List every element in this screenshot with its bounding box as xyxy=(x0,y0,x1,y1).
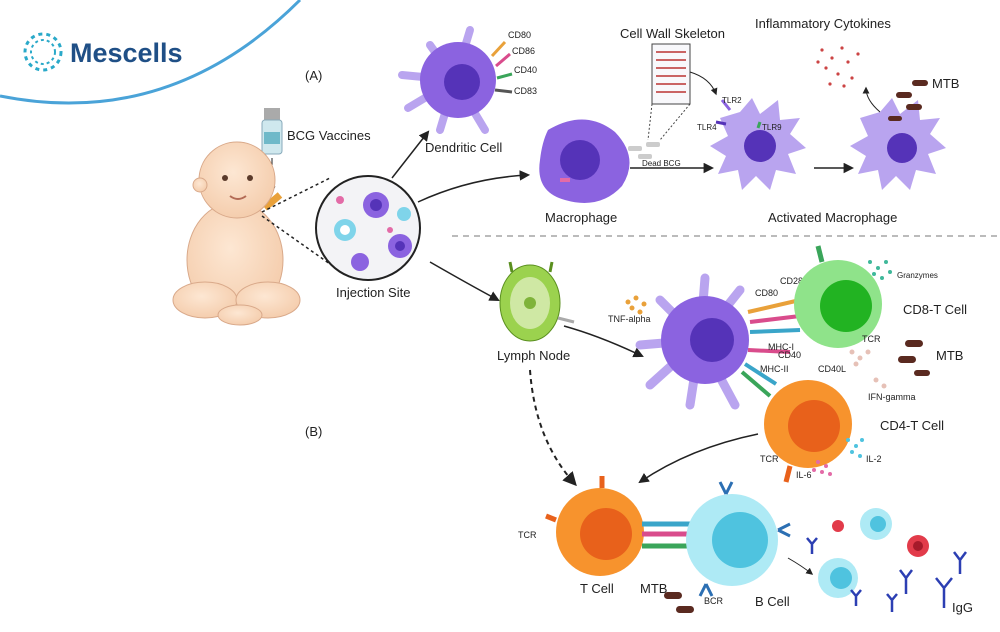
baby-illustration xyxy=(172,141,301,326)
arrow-to-lymph-node xyxy=(429,261,500,301)
cd40l-label: CD40L xyxy=(818,364,846,374)
mtb-bacteria-b xyxy=(898,340,930,376)
section-b-label: (B) xyxy=(305,424,322,439)
cd40-label-b: CD40 xyxy=(778,350,801,360)
il6-label: IL-6 xyxy=(796,470,812,480)
injection-site-circle xyxy=(315,175,421,281)
cd4-t-cell xyxy=(764,380,852,483)
dendritic-cell-a xyxy=(398,26,513,134)
cd86-label-a: CD86 xyxy=(512,46,535,56)
arrow-lymph-to-dc xyxy=(563,325,644,358)
header-arc xyxy=(0,0,302,105)
arrow-to-macrophage xyxy=(417,170,531,203)
cytokine-dots xyxy=(816,46,860,88)
tlr4-label: TLR4 xyxy=(697,123,717,132)
arrow-to-tlr2 xyxy=(689,71,718,96)
arrow-to-dendritic xyxy=(391,130,430,179)
dead-bcg-rods xyxy=(628,142,660,159)
cd28-label: CD28 xyxy=(780,276,803,286)
mhc1-label: MHC-I xyxy=(768,342,794,352)
brand-name: Mescells xyxy=(70,38,183,68)
cd8-t-cell xyxy=(794,245,882,348)
t-cell-label: T Cell xyxy=(580,581,614,596)
cd8-t-cell-label: CD8-T Cell xyxy=(903,302,967,317)
macrophage-label: Macrophage xyxy=(545,210,617,225)
vaccine-vial-icon xyxy=(261,108,283,155)
cd83-label-a: CD83 xyxy=(514,86,537,96)
dendritic-cell-label: Dendritic Cell xyxy=(425,140,502,155)
tlr9-label: TLR9 xyxy=(762,123,782,132)
mtb-bacteria-c xyxy=(664,592,694,613)
il6-dots xyxy=(812,460,832,476)
il2-label: IL-2 xyxy=(866,454,882,464)
bcr-label: BCR xyxy=(704,596,724,606)
cell-wall-skeleton-label: Cell Wall Skeleton xyxy=(620,26,725,41)
bcg-vaccines-label: BCG Vaccines xyxy=(287,128,371,143)
antibody-icon xyxy=(806,537,967,612)
b-cell-label: B Cell xyxy=(755,594,790,609)
tnf-alpha-label: TNF-alpha xyxy=(608,314,651,324)
plasma-cells xyxy=(818,508,929,598)
il2-dots xyxy=(846,438,864,458)
tlr2-label: TLR2 xyxy=(722,96,742,105)
cd4-t-cell-label: CD4-T Cell xyxy=(880,418,944,433)
ifn-gamma-dots xyxy=(849,349,887,389)
cell-wall-skeleton-graphic xyxy=(647,43,691,141)
macrophage-cell xyxy=(539,119,630,203)
mtb-label-c: MTB xyxy=(640,581,667,596)
cd80-label-b: CD80 xyxy=(755,288,778,298)
arrow-bcell-to-plasma xyxy=(787,557,814,575)
injection-site-label: Injection Site xyxy=(336,285,410,300)
activated-macrophage-1 xyxy=(710,98,806,190)
dead-bcg-label: Dead BCG xyxy=(642,159,681,168)
igg-label: IgG xyxy=(952,600,973,615)
mtb-label-a: MTB xyxy=(932,76,959,91)
tcr-label-cd8: TCR xyxy=(862,334,881,344)
zoom-line-bottom xyxy=(261,215,331,265)
lymph-node-label: Lymph Node xyxy=(497,348,570,363)
inflammatory-cytokines-label: Inflammatory Cytokines xyxy=(755,16,891,31)
granzymes-label: Granzymes xyxy=(897,271,938,280)
ifn-gamma-label: IFN-gamma xyxy=(868,392,916,402)
section-a-label: (A) xyxy=(305,68,322,83)
activated-macrophage-label: Activated Macrophage xyxy=(768,210,897,225)
tcr-label-t: TCR xyxy=(518,530,537,540)
arrow-cd4-to-tcell xyxy=(638,433,759,484)
zoom-line-top xyxy=(261,177,331,213)
tcr-label-cd4: TCR xyxy=(760,454,779,464)
activated-macrophage-2 xyxy=(850,98,946,190)
tnf-alpha-dots xyxy=(625,295,647,315)
logo-flower-icon xyxy=(23,32,63,72)
mtb-label-b: MTB xyxy=(936,348,963,363)
granzyme-dots xyxy=(868,260,892,280)
mtb-bacteria-a xyxy=(888,80,928,121)
arrow-to-cytokines xyxy=(862,86,881,113)
dashed-arrow-lymph-to-tcell xyxy=(529,369,577,487)
cd40-label-a: CD40 xyxy=(514,65,537,75)
mhc2-label: MHC-II xyxy=(760,364,789,374)
dendritic-cell-b xyxy=(635,273,801,410)
lymph-node-graphic xyxy=(499,261,575,342)
brand-logo: Mescells xyxy=(23,32,183,72)
b-cell xyxy=(686,481,791,597)
t-cell xyxy=(545,476,690,576)
cd80-label-a: CD80 xyxy=(508,30,531,40)
